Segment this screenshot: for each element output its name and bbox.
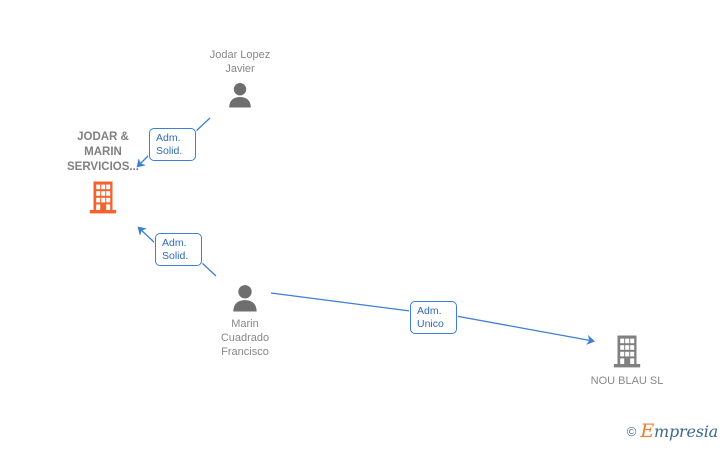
- building-icon: [89, 181, 117, 214]
- node-person-marin[interactable]: Marin Cuadrado Francisco: [188, 284, 302, 359]
- node-person-marin-label: Marin Cuadrado Francisco: [220, 318, 270, 358]
- edge-label-line-2: Solid.: [156, 145, 183, 157]
- node-company-nou-blau-label: NOU BLAU SL: [590, 375, 664, 387]
- edge-label-line-2: Solid.: [162, 250, 189, 262]
- brand-name: Empresia: [640, 420, 718, 442]
- edge-label-marin-adm-unico[interactable]: Adm. Unico: [410, 301, 457, 334]
- edge-label-marin-adm-solid[interactable]: Adm. Solid.: [155, 233, 202, 266]
- node-person-jodar-label: Jodar Lopez Javier: [209, 49, 271, 75]
- person-icon: [229, 83, 251, 108]
- brand-initial: E: [640, 420, 654, 442]
- edge-label-line-2: Unico: [417, 318, 444, 330]
- copyright-symbol: ©: [626, 423, 637, 439]
- node-company-nou-blau[interactable]: NOU BLAU SL: [568, 334, 686, 388]
- watermark: © Empresia: [627, 420, 718, 442]
- edge-label-line-1: Adm.: [417, 305, 442, 317]
- node-person-jodar[interactable]: Jodar Lopez Javier: [178, 48, 302, 108]
- edge-label-line-1: Adm.: [156, 132, 181, 144]
- node-company-jodar-marin-label: JODAR & MARIN SERVICIOS...: [66, 131, 139, 173]
- brand-rest: mpresia: [654, 422, 718, 441]
- edge-label-line-1: Adm.: [162, 237, 187, 249]
- person-icon: [233, 285, 257, 312]
- edge-label-jodar-adm-solid[interactable]: Adm. Solid.: [149, 128, 196, 161]
- building-icon: [613, 335, 641, 368]
- node-company-jodar-marin[interactable]: JODAR & MARIN SERVICIOS...: [48, 130, 158, 214]
